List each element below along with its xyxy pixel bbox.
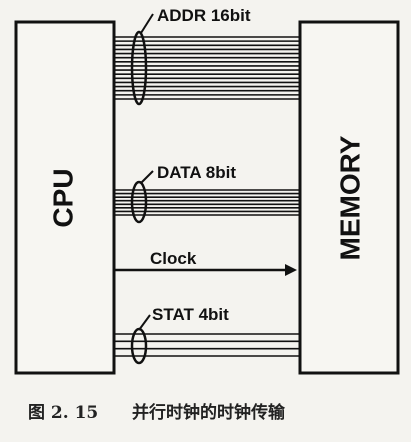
addr-label-leader — [140, 13, 154, 34]
data-bus-marker — [130, 180, 148, 224]
stat-bus-label: STAT 4bit — [152, 305, 229, 324]
cpu-block — [14, 20, 116, 375]
memory-block — [298, 20, 400, 375]
caption-number: 图 2. 15 — [28, 403, 98, 423]
addr-bus-lines — [114, 36, 300, 100]
clock-arrowhead — [285, 264, 297, 276]
memory-label: MEMORY — [334, 135, 365, 260]
addr-bus-label: ADDR 16bit — [157, 6, 251, 25]
stat-bus-lines — [114, 333, 300, 357]
addr-bus-marker — [130, 30, 148, 106]
stat-label-leader — [138, 314, 151, 331]
cpu-label: CPU — [47, 168, 78, 227]
caption-text: 并行时钟的时钟传输 — [132, 402, 286, 423]
data-label-leader — [140, 170, 154, 184]
data-bus-label: DATA 8bit — [157, 163, 236, 182]
data-bus-lines — [114, 189, 300, 216]
clock-label: Clock — [150, 249, 197, 268]
